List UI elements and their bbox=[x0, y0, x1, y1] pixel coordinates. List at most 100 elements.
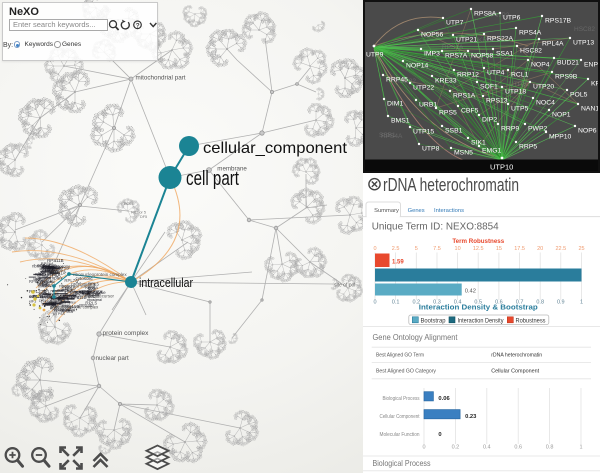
svg-text:90S: 90S bbox=[58, 298, 65, 302]
svg-text:Cellular Component: Cellular Component bbox=[491, 368, 539, 374]
svg-text:RPS1A: RPS1A bbox=[453, 93, 476, 100]
svg-text:RCL1: RCL1 bbox=[511, 72, 529, 79]
svg-text:cell part: cell part bbox=[186, 168, 239, 190]
svg-text:0.2: 0.2 bbox=[452, 445, 460, 451]
svg-text:UTP22: UTP22 bbox=[413, 85, 434, 92]
svg-text:90S: 90S bbox=[55, 299, 62, 304]
svg-text:RPS22A: RPS22A bbox=[487, 36, 514, 43]
svg-text:RPL5: RPL5 bbox=[88, 282, 100, 287]
svg-text:RRP45: RRP45 bbox=[386, 77, 408, 84]
svg-text:proteasome core complex: proteasome core complex bbox=[50, 305, 99, 310]
svg-text:RPL3: RPL3 bbox=[37, 281, 47, 286]
svg-text:RPL3: RPL3 bbox=[70, 290, 82, 295]
svg-text:90S: 90S bbox=[62, 284, 70, 289]
svg-text:ribonucleoprotein complex: ribonucleoprotein complex bbox=[73, 272, 127, 277]
svg-text:RRP9: RRP9 bbox=[501, 126, 519, 133]
svg-text:RPS13: RPS13 bbox=[486, 98, 508, 105]
svg-text:15: 15 bbox=[496, 246, 502, 252]
svg-text:nuclear part: nuclear part bbox=[96, 355, 130, 362]
svg-text:Unique Term ID: NEXO:8854: Unique Term ID: NEXO:8854 bbox=[372, 220, 499, 232]
svg-text:small: small bbox=[48, 292, 59, 297]
svg-text:Summary: Summary bbox=[374, 208, 399, 214]
svg-text:0.7: 0.7 bbox=[516, 300, 524, 306]
svg-text:60S: 60S bbox=[37, 263, 45, 268]
svg-text:mitochondrial part: mitochondrial part bbox=[136, 75, 186, 82]
svg-text:Bootstrap: Bootstrap bbox=[421, 318, 447, 324]
svg-text:large: large bbox=[33, 277, 41, 281]
svg-text:PWP2: PWP2 bbox=[528, 126, 547, 133]
svg-text:RPS6A: RPS6A bbox=[41, 261, 54, 266]
svg-text:NOP1: NOP1 bbox=[552, 112, 571, 119]
svg-text:rDNA heterochromatin: rDNA heterochromatin bbox=[383, 174, 519, 195]
svg-text:MPP10: MPP10 bbox=[549, 134, 572, 141]
svg-text:0: 0 bbox=[438, 432, 441, 438]
svg-text:RPL7A: RPL7A bbox=[42, 268, 54, 272]
svg-text:precursor: precursor bbox=[82, 289, 103, 295]
svg-text:subunit: subunit bbox=[29, 294, 44, 299]
svg-text:KRE33: KRE33 bbox=[478, 37, 499, 44]
svg-text:complex: complex bbox=[38, 294, 53, 299]
svg-text:0.4: 0.4 bbox=[483, 445, 491, 451]
svg-text:complex: complex bbox=[57, 288, 72, 293]
svg-text:Interaction Density & Bootstra: Interaction Density & Bootstrap bbox=[419, 303, 538, 312]
svg-text:site of pol: site of pol bbox=[334, 283, 355, 289]
svg-text:CBF5: CBF5 bbox=[461, 108, 479, 115]
svg-text:0.42: 0.42 bbox=[465, 289, 476, 295]
svg-text:0.3: 0.3 bbox=[433, 300, 441, 306]
svg-text:Interaction Density: Interaction Density bbox=[458, 318, 504, 324]
svg-text:RPS11B: RPS11B bbox=[47, 258, 64, 263]
svg-text:RPS6A: RPS6A bbox=[88, 290, 102, 295]
svg-text:12.5: 12.5 bbox=[473, 246, 484, 252]
svg-text:UTP4: UTP4 bbox=[487, 70, 505, 77]
svg-text:?: ? bbox=[136, 22, 140, 29]
svg-text:60S: 60S bbox=[88, 294, 95, 299]
svg-text:10: 10 bbox=[455, 246, 461, 252]
svg-text:SSB1: SSB1 bbox=[445, 128, 463, 135]
svg-text:PWP2: PWP2 bbox=[491, 12, 510, 19]
svg-text:precursor: precursor bbox=[52, 266, 71, 271]
svg-text:UTP18: UTP18 bbox=[505, 89, 526, 96]
svg-text:BUD21: BUD21 bbox=[557, 60, 579, 67]
svg-text:Cellular Component: Cellular Component bbox=[380, 414, 420, 420]
svg-text:1: 1 bbox=[579, 445, 582, 451]
svg-text:DIM1: DIM1 bbox=[387, 101, 403, 108]
svg-text:complex: complex bbox=[61, 292, 77, 297]
svg-text:0: 0 bbox=[373, 300, 376, 306]
svg-text:60S: 60S bbox=[42, 283, 50, 288]
svg-text:RPL32: RPL32 bbox=[86, 293, 100, 298]
svg-text:RPS4A: RPS4A bbox=[519, 30, 542, 37]
svg-text:0.23: 0.23 bbox=[465, 414, 477, 420]
svg-text:KRI1: KRI1 bbox=[591, 81, 600, 88]
svg-text:UTP22: UTP22 bbox=[509, 81, 530, 88]
svg-text:HSC82: HSC82 bbox=[574, 26, 595, 33]
svg-text:0: 0 bbox=[373, 246, 376, 252]
svg-text:1: 1 bbox=[580, 300, 583, 306]
svg-text:RPS24A: RPS24A bbox=[86, 292, 101, 296]
svg-text:0.8: 0.8 bbox=[546, 445, 554, 451]
svg-text:NOP14: NOP14 bbox=[406, 63, 429, 70]
svg-text:RPS1A: RPS1A bbox=[442, 44, 464, 51]
svg-text:RPL32: RPL32 bbox=[75, 290, 90, 296]
svg-text:cellular_component: cellular_component bbox=[203, 140, 348, 157]
svg-text:small: small bbox=[38, 284, 48, 289]
svg-text:eIF3: eIF3 bbox=[29, 300, 36, 304]
svg-text:IMP3: IMP3 bbox=[424, 51, 440, 58]
svg-text:RPS8A: RPS8A bbox=[474, 11, 497, 18]
svg-text:cytosolic: cytosolic bbox=[74, 289, 92, 294]
svg-text:UTP10: UTP10 bbox=[490, 163, 513, 172]
svg-text:40S: 40S bbox=[51, 304, 59, 309]
svg-text:NOP56: NOP56 bbox=[421, 32, 444, 39]
svg-text:NOP58: NOP58 bbox=[471, 53, 494, 60]
svg-text:Biological Process: Biological Process bbox=[373, 458, 431, 468]
svg-text:0.8: 0.8 bbox=[536, 300, 544, 306]
svg-text:RPL32: RPL32 bbox=[62, 287, 75, 292]
svg-text:UTP9: UTP9 bbox=[366, 52, 384, 59]
svg-text:Robustness: Robustness bbox=[516, 318, 546, 324]
svg-text:rDNA heterochromatin: rDNA heterochromatin bbox=[491, 353, 542, 359]
svg-text:NOP6: NOP6 bbox=[578, 128, 597, 135]
svg-text:subunit precursor: subunit precursor bbox=[80, 294, 114, 299]
svg-text:40S: 40S bbox=[66, 305, 73, 310]
svg-text:MSN5: MSN5 bbox=[454, 150, 473, 157]
svg-text:SIK1: SIK1 bbox=[471, 140, 486, 147]
svg-text:ribosomal: ribosomal bbox=[46, 264, 63, 269]
